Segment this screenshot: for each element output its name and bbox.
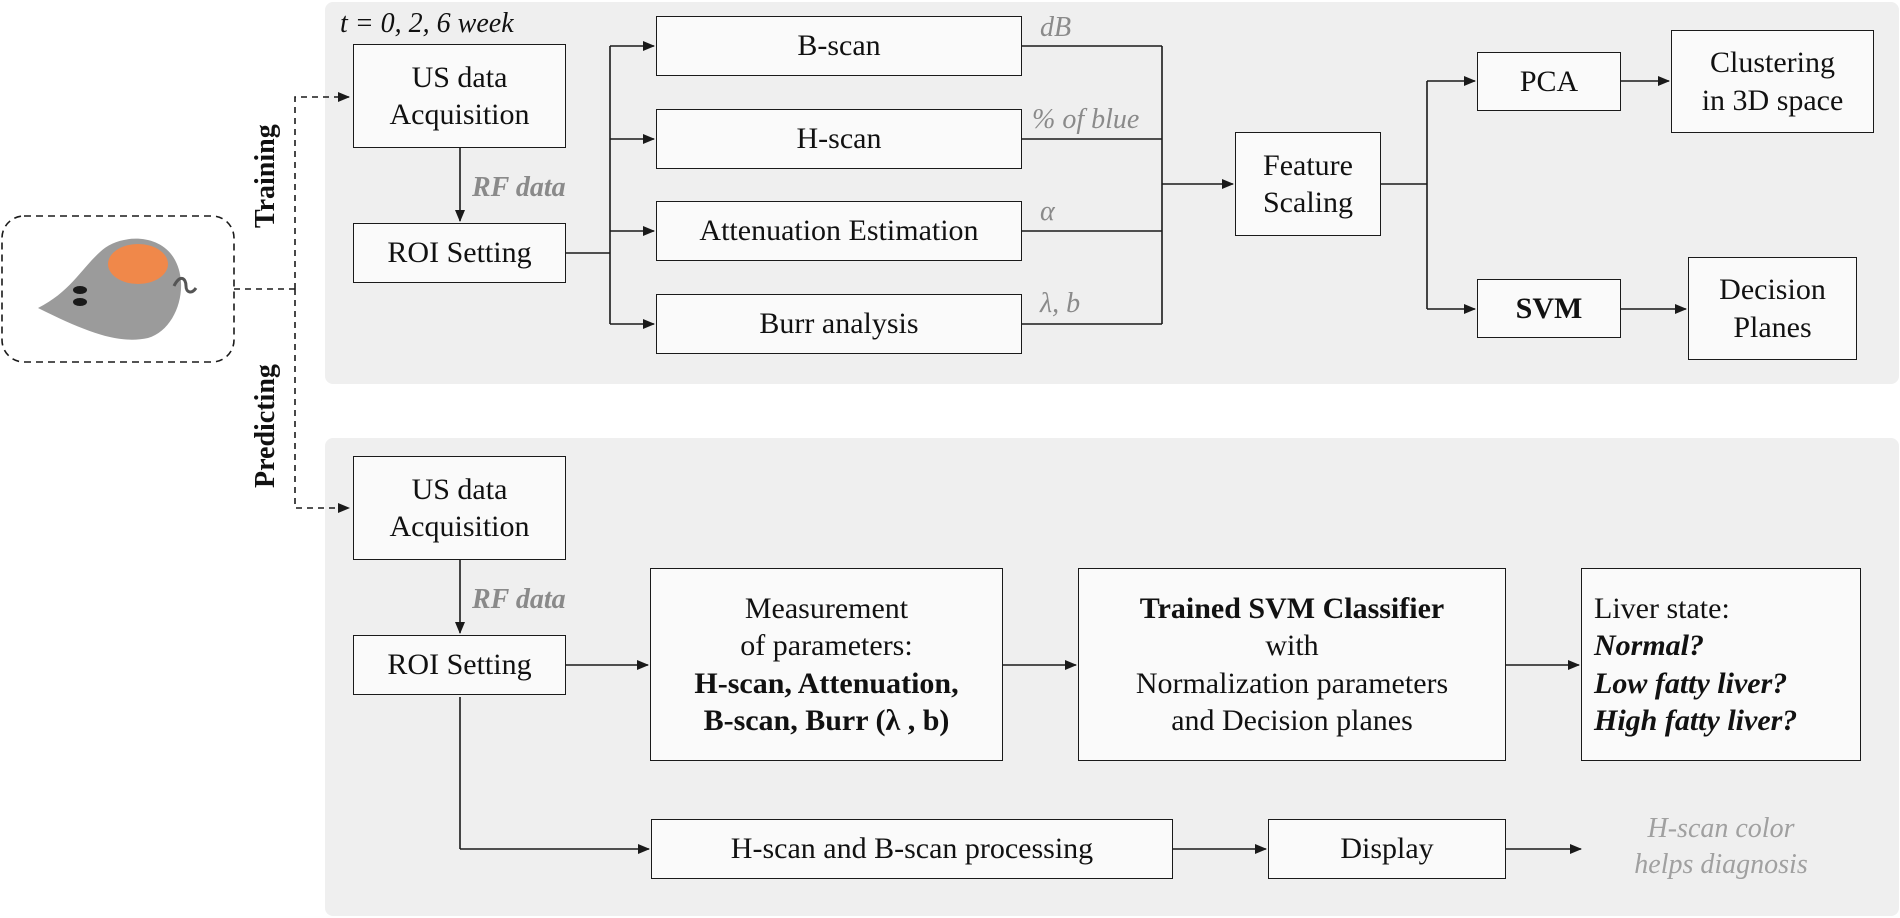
- decision-planes-line2: Planes: [1733, 310, 1812, 344]
- us-acquisition-line2: Acquisition: [389, 98, 530, 131]
- classifier-box: Trained SVM Classifier with Normalizatio…: [1078, 568, 1506, 761]
- hscan-text: H-scan: [796, 122, 882, 156]
- us-acquisition-box-training: US data Acquisition: [353, 44, 566, 148]
- measurement-line2: of parameters:: [740, 629, 913, 662]
- classifier-line4: and Decision planes: [1171, 704, 1413, 737]
- processing-box: H-scan and B-scan processing: [651, 819, 1173, 879]
- pca-text: PCA: [1519, 64, 1579, 98]
- feature-scaling-line1: Feature: [1263, 148, 1353, 182]
- param-label-lambda-b: λ, b: [1040, 288, 1081, 319]
- svm-box: SVM: [1477, 279, 1621, 338]
- processing-text: H-scan and B-scan processing: [730, 832, 1094, 866]
- param-label-blue: % of blue: [1032, 104, 1140, 135]
- rf-data-label-predicting: RF data: [472, 584, 566, 615]
- param-label-db: dB: [1040, 12, 1072, 43]
- clustering-line2: in 3D space: [1701, 83, 1844, 117]
- roi-setting-box-training: ROI Setting: [353, 223, 566, 283]
- clustering-line1: Clustering: [1710, 46, 1835, 79]
- predicting-label: Predicting: [250, 364, 281, 488]
- bscan-text: B-scan: [797, 29, 881, 63]
- attenuation-box: Attenuation Estimation: [656, 201, 1022, 261]
- classifier-line3: Normalization parameters: [1135, 666, 1449, 700]
- display-box: Display: [1268, 819, 1506, 879]
- mouse-icon: [38, 238, 198, 340]
- svm-text: SVM: [1515, 291, 1583, 325]
- burr-box: Burr analysis: [656, 294, 1022, 354]
- roi-setting-box-predicting: ROI Setting: [353, 635, 566, 695]
- us-acquisition-p-line2: Acquisition: [389, 510, 530, 543]
- liver-state-title: Liver state:: [1594, 591, 1730, 625]
- time-label: t = 0, 2, 6 week: [340, 8, 514, 39]
- feature-scaling-box: Feature Scaling: [1235, 132, 1381, 236]
- liver-state-low: Low fatty liver?: [1594, 666, 1788, 700]
- param-label-alpha: α: [1040, 196, 1055, 227]
- liver-state-normal: Normal?: [1594, 629, 1705, 662]
- classifier-line1: Trained SVM Classifier: [1139, 591, 1445, 625]
- us-acquisition-p-line1: US data: [411, 472, 508, 506]
- liver-state-high: High fatty liver?: [1594, 704, 1798, 737]
- clustering-box: Clustering in 3D space: [1671, 30, 1874, 133]
- rf-data-label-training: RF data: [472, 172, 566, 203]
- bscan-box: B-scan: [656, 16, 1022, 76]
- feature-scaling-line2: Scaling: [1263, 186, 1353, 219]
- measurement-line1: Measurement: [744, 591, 909, 625]
- diagnosis-note: H-scan color helps diagnosis: [1590, 811, 1852, 884]
- training-label: Training: [250, 124, 281, 228]
- classifier-line2: with: [1265, 629, 1319, 662]
- diagnosis-note-line2: helps diagnosis: [1634, 849, 1808, 881]
- liver-state-box: Liver state: Normal? Low fatty liver? Hi…: [1581, 568, 1861, 761]
- us-acquisition-box-predicting: US data Acquisition: [353, 456, 566, 560]
- burr-text: Burr analysis: [759, 307, 919, 341]
- us-acquisition-line1: US data: [411, 60, 508, 94]
- attenuation-text: Attenuation Estimation: [699, 214, 979, 248]
- hscan-box: H-scan: [656, 109, 1022, 169]
- pca-box: PCA: [1477, 52, 1621, 111]
- roi-setting-text: ROI Setting: [387, 236, 532, 270]
- decision-planes-box: Decision Planes: [1688, 257, 1857, 360]
- measurement-line4: B-scan, Burr (λ , b): [703, 704, 950, 737]
- decision-planes-line1: Decision: [1719, 273, 1826, 306]
- measurement-box: Measurement of parameters: H-scan, Atten…: [650, 568, 1003, 761]
- display-text: Display: [1340, 832, 1434, 866]
- measurement-line3: H-scan, Attenuation,: [694, 666, 959, 700]
- roi-setting-p-text: ROI Setting: [387, 648, 532, 682]
- predicting-dashed-arrow: [294, 289, 350, 513]
- diagnosis-note-line1: H-scan color: [1647, 813, 1795, 844]
- training-dashed-arrow: [294, 92, 350, 289]
